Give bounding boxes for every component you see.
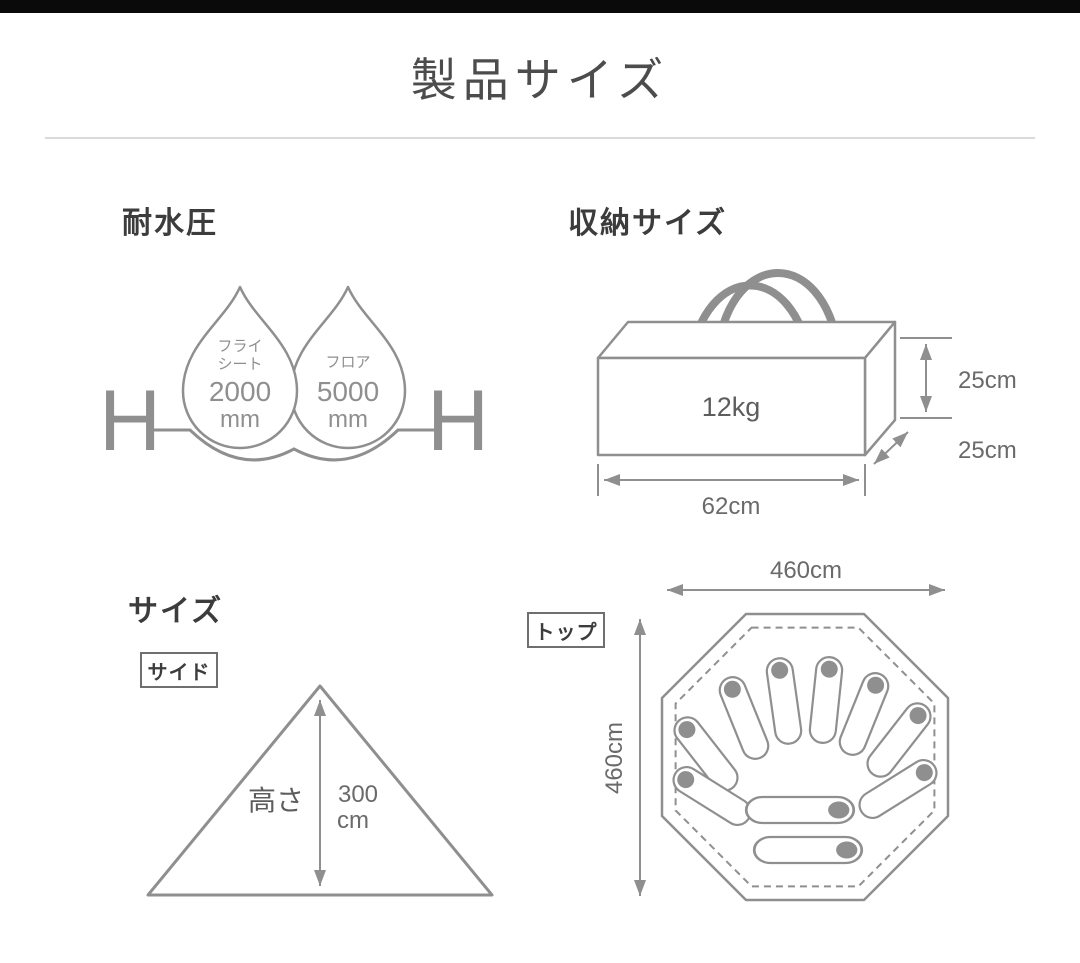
flysheet-drop-icon: フライ シート 2000 mm <box>181 285 299 450</box>
water-resistance-section: 耐水圧 H H フロア 5000 mm フライ シート 2000 mm <box>90 198 510 543</box>
tent-height-unit: cm <box>337 807 369 834</box>
bag-front-face <box>596 356 867 457</box>
side-view-diagram: 高さ 300 cm <box>146 684 494 897</box>
flysheet-drop-label-2: シート <box>217 356 262 373</box>
flysheet-drop-value: 2000 <box>209 376 271 407</box>
top-view-tag: トップ <box>527 612 605 648</box>
title-divider <box>45 137 1035 139</box>
sleeping-bag-icon <box>744 795 856 825</box>
page-title: 製品サイズ <box>410 54 670 106</box>
floorplan-width-label: 460cm <box>770 557 842 584</box>
floorplan-section: トップ 460cm 460cm <box>510 557 1080 963</box>
sleeping-bag-icon <box>752 835 864 865</box>
drop-shape <box>181 285 299 450</box>
floor-drop-value: 5000 <box>317 376 379 407</box>
storage-width-label: 62cm <box>702 493 761 520</box>
bag-handle-back-icon <box>714 269 842 352</box>
tent-height-value: 300 <box>338 781 378 808</box>
flysheet-drop-label-1: フライ <box>217 338 262 355</box>
storage-height-label: 25cm <box>958 367 1017 394</box>
floorplan-diagram: 460cm 460cm <box>601 557 950 902</box>
floorplan-height-label: 460cm <box>601 722 628 794</box>
top-black-bar <box>0 0 1080 13</box>
water-resistance-heading: 耐水圧 <box>122 207 218 240</box>
tent-height-label: 高さ <box>248 785 304 816</box>
floor-drop-icon: フロア 5000 mm <box>289 285 407 450</box>
water-head-left: H <box>99 373 161 469</box>
floor-drop-unit: mm <box>328 406 368 433</box>
storage-weight-label: 12kg <box>702 392 761 422</box>
storage-size-heading: 収納サイズ <box>568 207 728 240</box>
water-surface-line <box>150 428 436 462</box>
bag-top-face <box>596 320 897 360</box>
storage-size-section: 収納サイズ 12kg 25cm 25cm 62cm <box>540 198 1080 548</box>
side-view-tag: サイド <box>140 652 218 688</box>
storage-depth-arrow <box>873 431 909 465</box>
size-heading: サイズ <box>128 595 224 628</box>
floor-drop-label: フロア <box>325 354 370 371</box>
octagon-inner-dashed-outline <box>674 626 936 888</box>
drop-shape <box>289 285 407 450</box>
size-section: サイズ サイド 高さ 300 cm <box>90 586 530 946</box>
flysheet-drop-unit: mm <box>220 406 260 433</box>
water-head-right: H <box>427 373 489 469</box>
water-resistance-diagram: H H フロア 5000 mm フライ シート 2000 mm <box>99 285 489 469</box>
storage-size-diagram: 12kg 25cm 25cm 62cm <box>596 269 1017 520</box>
storage-depth-label: 25cm <box>958 437 1017 464</box>
